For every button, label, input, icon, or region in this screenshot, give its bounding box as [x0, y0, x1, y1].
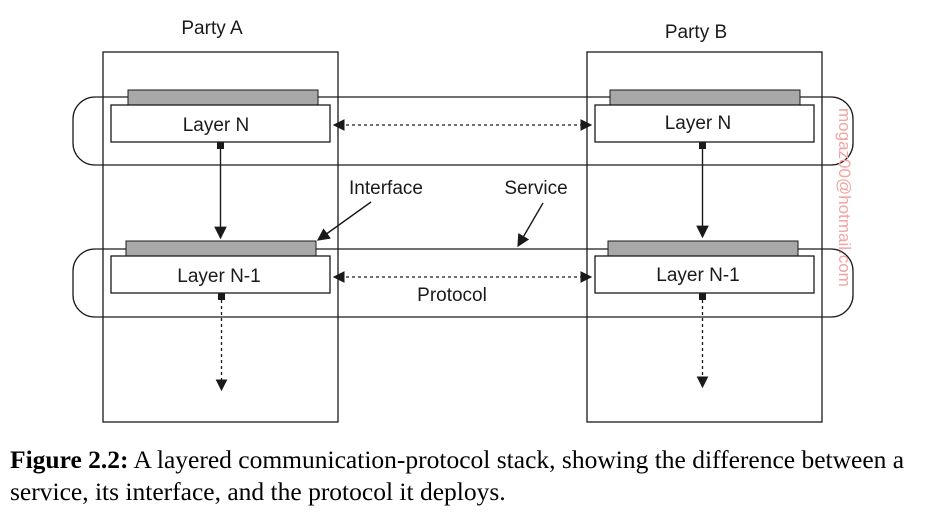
watermark: mogaz00@hotmail.com [835, 108, 854, 287]
layer-n1-label-b: Layer N-1 [656, 265, 739, 286]
connector-port-a-n1 [218, 293, 225, 300]
party-b-title: Party B [665, 22, 727, 43]
party-a-title: Party A [181, 18, 243, 39]
protocol-label: Protocol [417, 285, 487, 306]
protocol-stack-diagram: Party A Party B Layer N Layer N Layer N-… [72, 18, 854, 423]
layer-n-label-b: Layer N [665, 113, 732, 134]
interface-pointer-arrow [316, 201, 372, 241]
layer-n1-box-b [594, 255, 815, 294]
service-band-layer-n1 [72, 248, 854, 318]
figure-caption: Figure 2.2: A layered communication-prot… [10, 444, 925, 508]
service-pointer-arrow [517, 202, 544, 248]
service-band-layer-n [72, 96, 854, 166]
interface-bar-b-n [609, 89, 801, 106]
connector-port-b-n [699, 142, 706, 149]
service-label: Service [504, 178, 567, 199]
caption-text: A layered communication-protocol stack, … [10, 445, 905, 506]
layer-n1-box-a [110, 255, 331, 294]
interface-bar-a-n [127, 89, 319, 106]
party-a-column [102, 51, 339, 423]
interface-label: Interface [349, 178, 423, 199]
interface-bar-b-n1 [607, 240, 799, 257]
connector-port-a-n [217, 142, 224, 149]
interface-bar-a-n1 [125, 240, 317, 257]
party-b-column [586, 51, 823, 423]
connector-port-b-n1 [699, 293, 706, 300]
layer-n-label-a: Layer N [183, 115, 250, 136]
layer-n-box-a [110, 104, 331, 143]
layer-n1-label-a: Layer N-1 [177, 266, 260, 287]
figure-number: Figure 2.2: [10, 445, 129, 474]
